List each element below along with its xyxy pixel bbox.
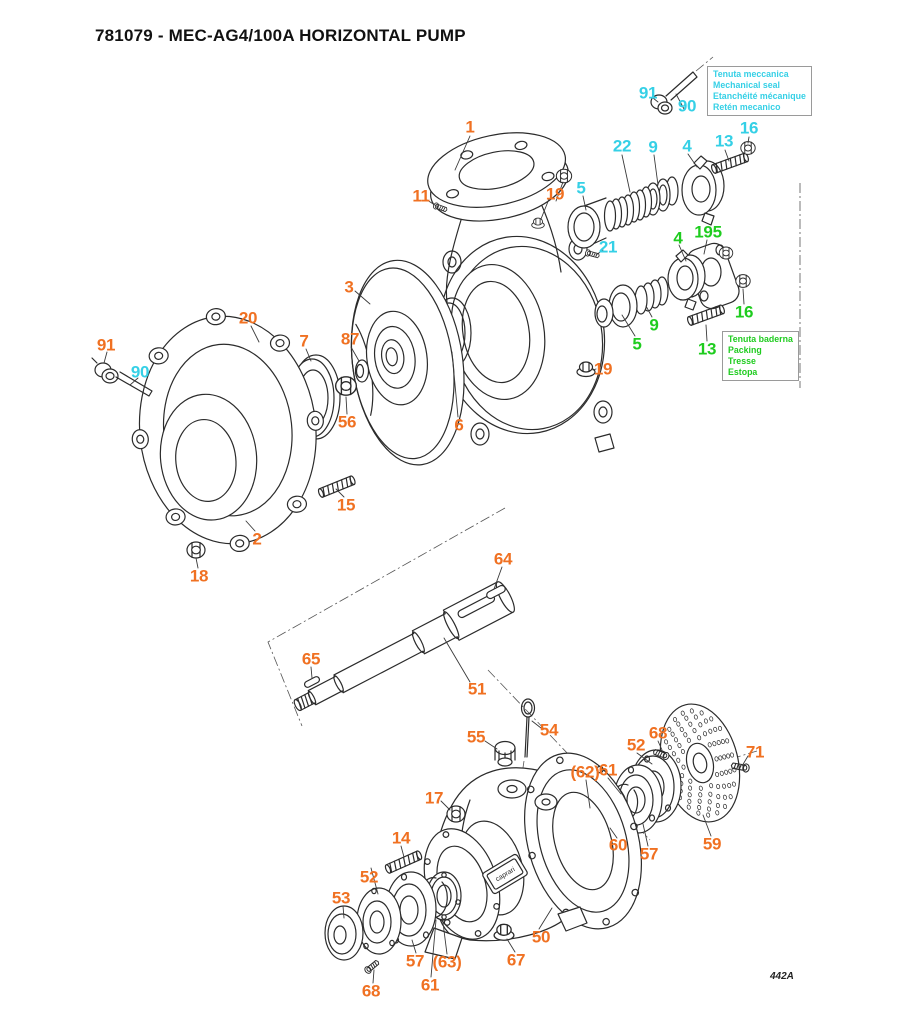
part-label-68: 68 xyxy=(361,981,381,1001)
part-nut-16 xyxy=(740,141,756,155)
part-grease-fitting-91-left xyxy=(91,357,119,384)
part-mechanical-seal xyxy=(567,155,725,249)
part-label-6: 6 xyxy=(454,415,464,435)
part-label-67: 67 xyxy=(506,950,526,970)
part-label-91: 91 xyxy=(638,83,658,103)
part-label-54: 54 xyxy=(539,720,559,740)
part-filler-plug-55 xyxy=(494,740,516,767)
part-label-19: 19 xyxy=(593,359,613,379)
part-label-63: (63) xyxy=(432,952,462,972)
part-label-53: 53 xyxy=(331,888,351,908)
part-label-57: 57 xyxy=(405,951,425,971)
part-label-13: 13 xyxy=(697,339,717,359)
legend-line: Estopa xyxy=(728,367,758,377)
part-label-52: 52 xyxy=(359,867,379,887)
part-gasket-52-left xyxy=(356,887,402,955)
part-label-90: 90 xyxy=(130,362,150,382)
legend-line: Tenuta baderna xyxy=(728,334,793,344)
part-label-5: 5 xyxy=(576,178,586,198)
part-label-195: 195 xyxy=(694,222,722,242)
part-label-61: 61 xyxy=(598,760,618,780)
part-stud-13 xyxy=(709,151,750,175)
part-washer-87 xyxy=(354,359,370,383)
legend-line: Mechanical seal xyxy=(713,80,780,90)
part-label-50: 50 xyxy=(531,927,551,947)
part-label-17: 17 xyxy=(424,788,444,808)
part-label-60: 60 xyxy=(608,835,628,855)
part-nut-16-packing xyxy=(735,274,751,288)
part-label-3: 3 xyxy=(344,277,354,297)
part-label-9: 9 xyxy=(649,315,659,335)
leader-lines xyxy=(103,93,750,984)
part-nut-17 xyxy=(446,805,466,823)
part-label-87: 87 xyxy=(340,329,360,349)
part-packing-set xyxy=(594,242,740,328)
part-label-4: 4 xyxy=(673,228,683,248)
part-nut-18 xyxy=(186,541,206,559)
part-label-11: 11 xyxy=(412,186,430,206)
part-end-cap-53 xyxy=(324,905,364,961)
part-label-4: 4 xyxy=(682,136,692,156)
part-label-59: 59 xyxy=(702,834,722,854)
legend-line: Retén mecanico xyxy=(713,102,781,112)
part-label-14: 14 xyxy=(391,828,411,848)
part-label-21: 21 xyxy=(598,237,618,257)
packing-legend: Tenuta baderna Packing Tresse Estopa xyxy=(722,331,799,381)
part-label-51: 51 xyxy=(467,679,487,699)
part-label-55: 55 xyxy=(466,727,486,747)
part-pin-90-left xyxy=(115,371,153,397)
part-label-71: 71 xyxy=(745,742,765,762)
part-casing-cover xyxy=(131,308,324,553)
part-label-7: 7 xyxy=(299,331,309,351)
part-label-9: 9 xyxy=(648,137,658,157)
part-plug-19 xyxy=(531,217,545,229)
mechanical-seal-legend: Tenuta meccanica Mechanical seal Etanché… xyxy=(707,66,812,116)
part-nut-19 xyxy=(555,168,573,184)
brand-plate: caprari xyxy=(482,853,528,895)
page-title: 781079 - MEC-AG4/100A HORIZONTAL PUMP xyxy=(95,26,466,45)
part-label-15: 15 xyxy=(336,495,356,515)
part-label-20: 20 xyxy=(238,308,258,328)
legend-line: Packing xyxy=(728,345,762,355)
part-label-2: 2 xyxy=(252,529,262,549)
part-label-57: 57 xyxy=(639,844,659,864)
part-label-61: 61 xyxy=(420,975,440,995)
part-dipstick-54 xyxy=(520,698,536,758)
part-label-16: 16 xyxy=(734,302,754,322)
part-label-62: (62) xyxy=(570,762,600,782)
part-label-13: 13 xyxy=(714,131,734,151)
part-label-90: 90 xyxy=(677,96,697,116)
part-bearing-housing: caprari xyxy=(423,752,643,960)
part-pin-90-top xyxy=(665,71,698,101)
part-label-16: 16 xyxy=(739,118,759,138)
part-screw-68-left xyxy=(363,958,381,976)
part-key-65 xyxy=(303,676,321,688)
part-shaft xyxy=(293,581,515,712)
legend-line: Tresse xyxy=(728,356,756,366)
part-label-1: 1 xyxy=(465,117,475,137)
part-label-56: 56 xyxy=(337,412,357,432)
part-grease-fitting-91-top xyxy=(650,94,673,115)
part-label-64: 64 xyxy=(493,549,513,569)
part-label-5: 5 xyxy=(632,334,642,354)
drawing-code: 442A xyxy=(770,971,794,982)
legend-line: Etanchéité mécanique xyxy=(713,91,806,101)
part-nut-195-top xyxy=(718,246,734,260)
part-impeller-nut-56 xyxy=(334,376,358,396)
part-label-91: 91 xyxy=(96,335,116,355)
part-label-22: 22 xyxy=(612,136,632,156)
part-label-65: 65 xyxy=(301,649,321,669)
part-label-19: 19 xyxy=(545,184,565,204)
legend-line: Tenuta meccanica xyxy=(713,69,789,79)
part-label-18: 18 xyxy=(189,566,209,586)
part-label-68: 68 xyxy=(648,723,668,743)
part-label-52: 52 xyxy=(626,735,646,755)
